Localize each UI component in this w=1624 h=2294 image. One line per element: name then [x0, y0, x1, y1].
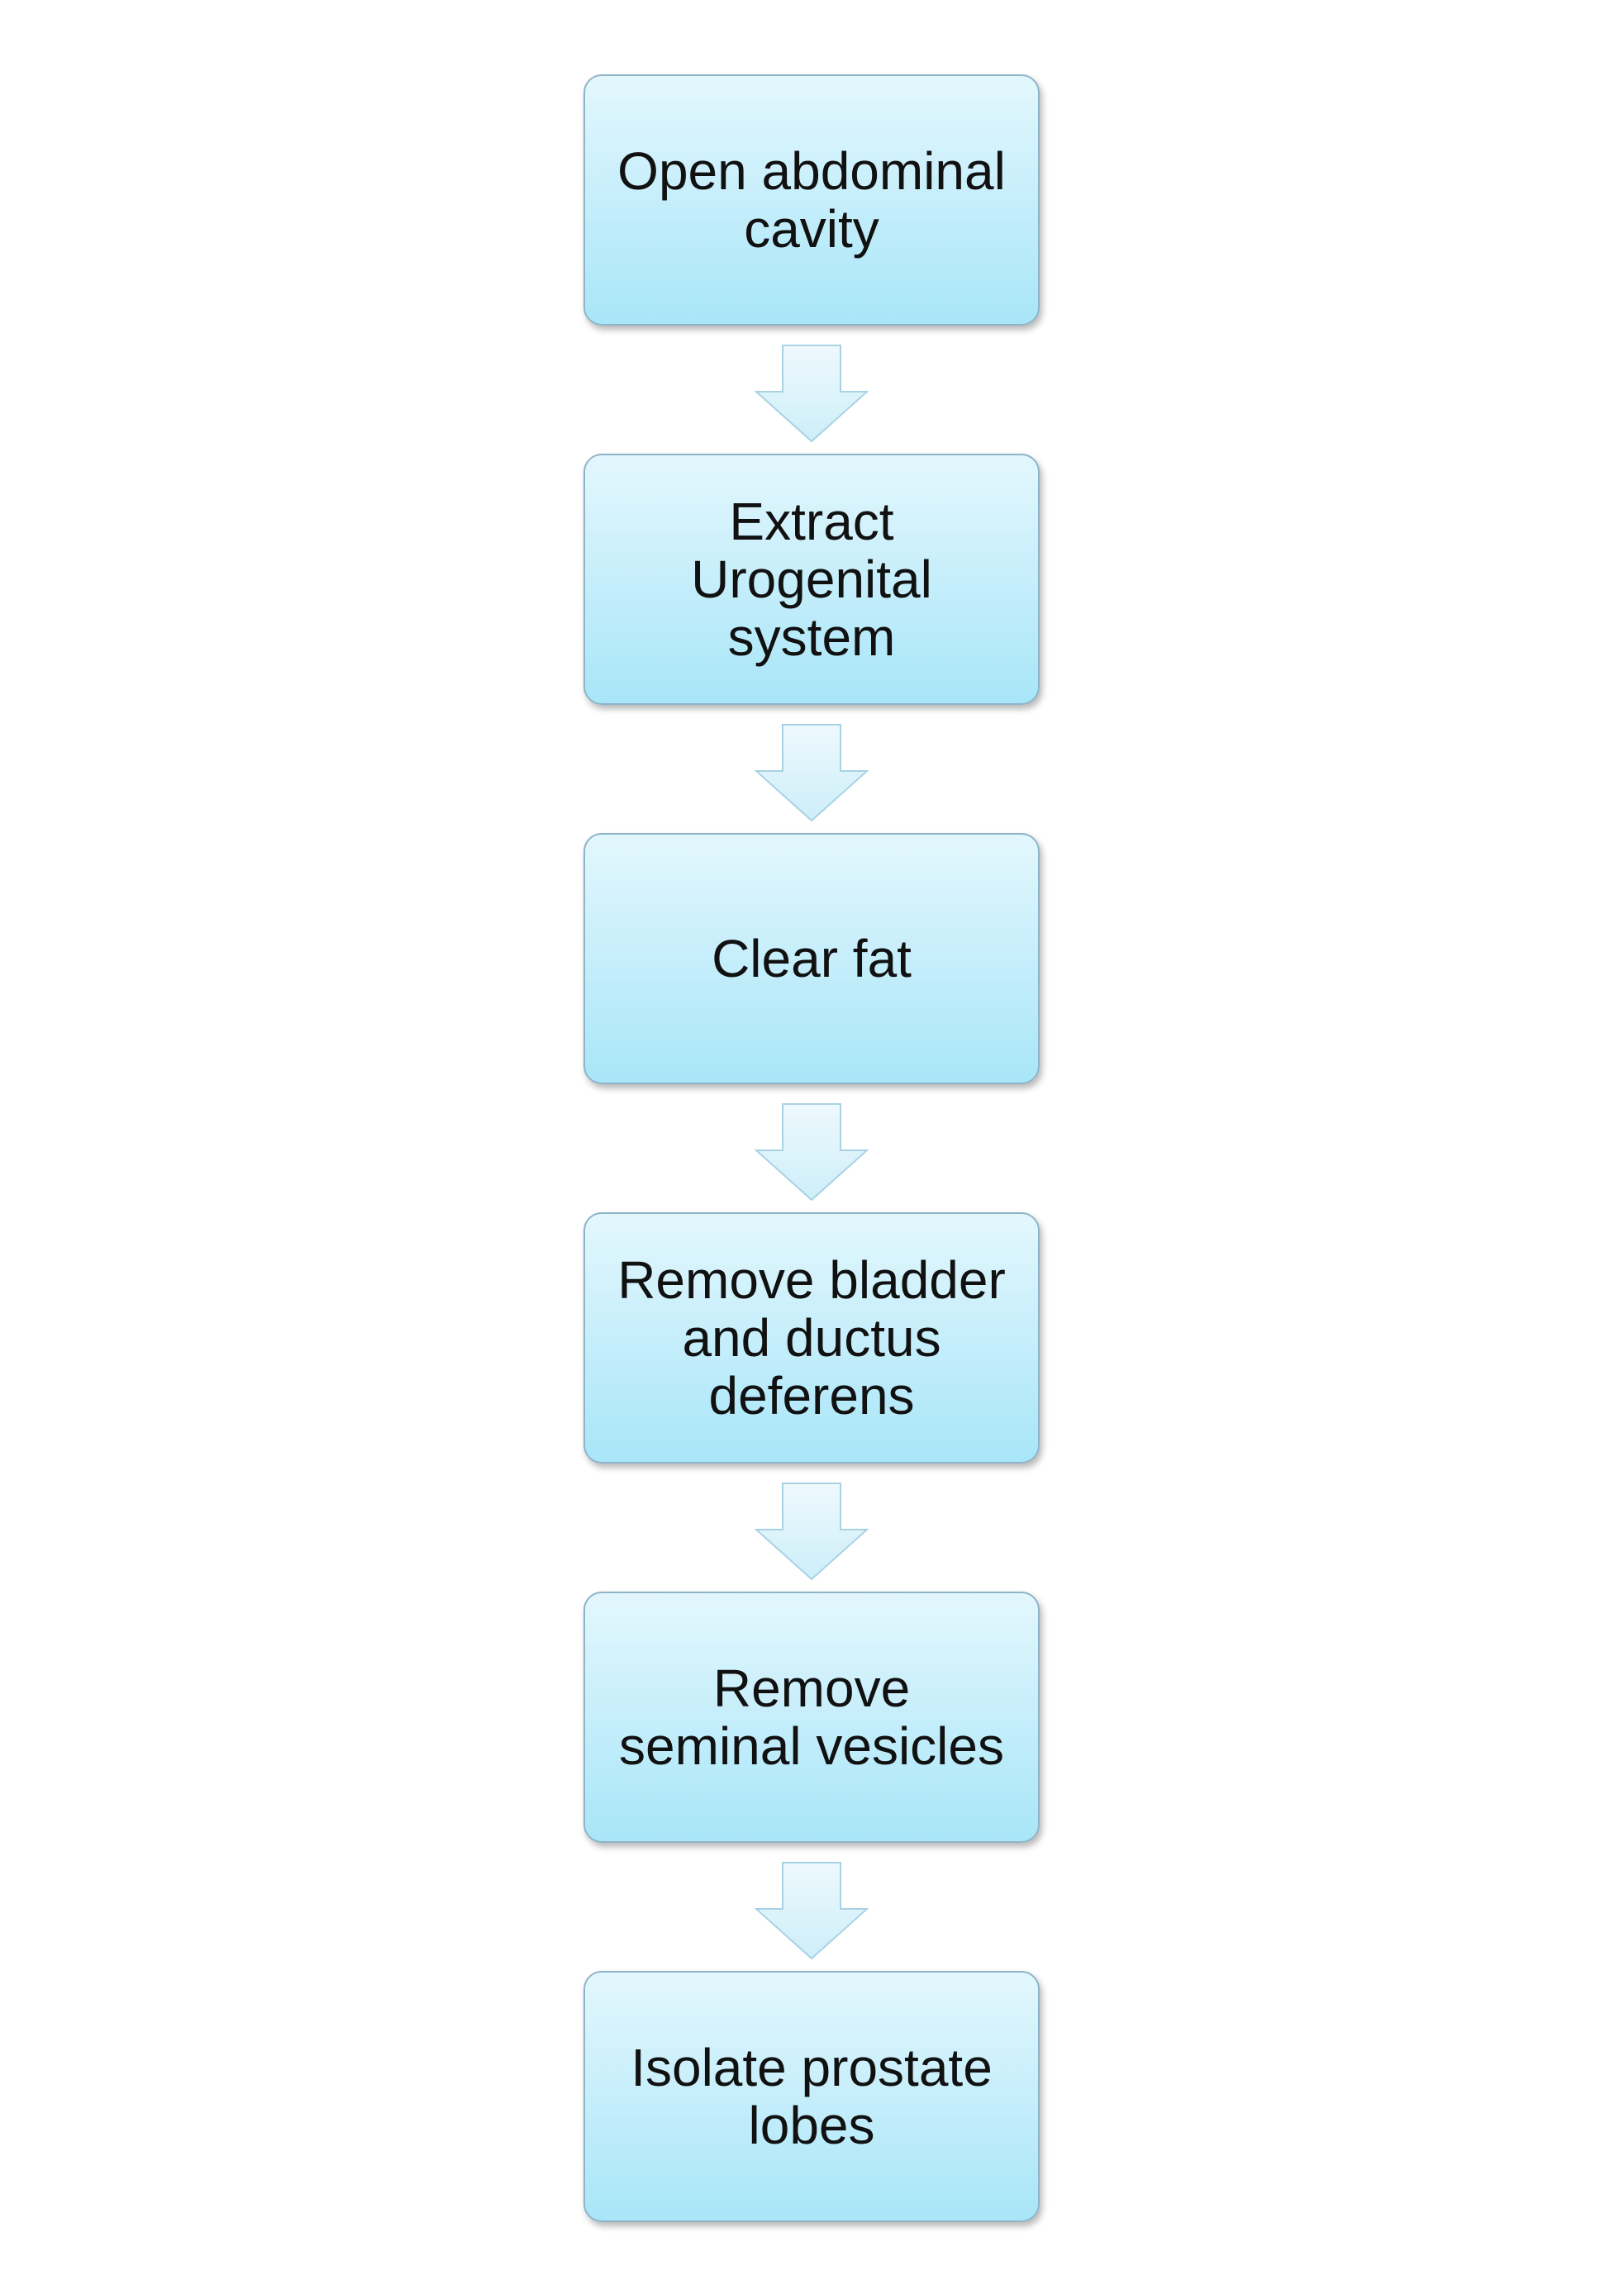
step-extract-urogenital-system: Extract Urogenital system [583, 454, 1040, 705]
step-remove-seminal-vesicles: Remove seminal vesicles [583, 1592, 1040, 1843]
step-remove-bladder-and-ductus-deferens: Remove bladder and ductus deferens [583, 1212, 1040, 1463]
step-label: Isolate prostate lobes [631, 2038, 993, 2155]
step-isolate-prostate-lobes: Isolate prostate lobes [583, 1971, 1040, 2222]
step-label: Clear fat [712, 929, 912, 988]
step-label: Open abdominal cavity [617, 141, 1006, 259]
step-label: Remove bladder and ductus deferens [617, 1250, 1006, 1425]
down-arrow-icon [755, 724, 869, 822]
down-arrow-icon [755, 345, 869, 443]
down-arrow-icon [755, 1103, 869, 1202]
step-label: Remove seminal vesicles [619, 1659, 1004, 1776]
step-clear-fat: Clear fat [583, 833, 1040, 1084]
step-label: Extract Urogenital system [691, 492, 932, 667]
down-arrow-icon [755, 1862, 869, 1960]
step-open-abdominal-cavity: Open abdominal cavity [583, 74, 1040, 326]
down-arrow-icon [755, 1483, 869, 1581]
